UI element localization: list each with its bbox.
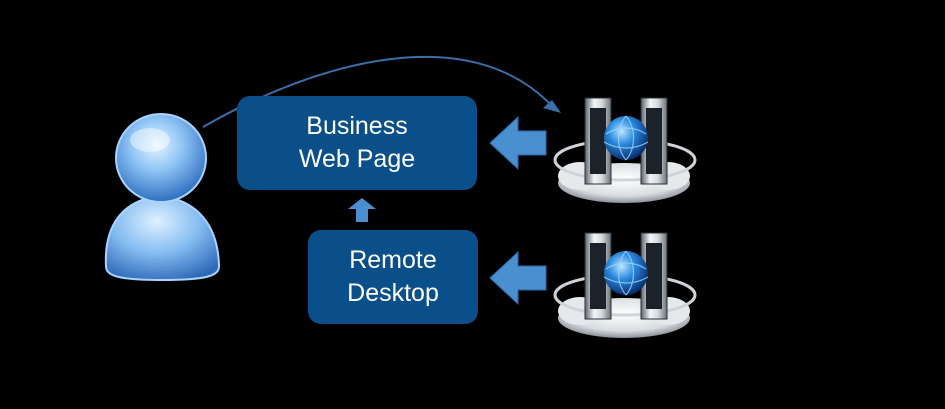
business-web-page-box: Business Web Page (237, 96, 477, 190)
business-web-page-line2: Web Page (298, 145, 416, 173)
left-arrow-top (489, 115, 547, 171)
curve-arrowhead (543, 100, 561, 113)
business-web-page-line1: Business (306, 112, 408, 140)
remote-desktop-line2: Desktop (347, 279, 439, 307)
up-arrow (348, 198, 376, 222)
server-cloud-icon (553, 97, 697, 203)
left-arrow-bottom (489, 250, 547, 306)
remote-desktop-line1: Remote (349, 246, 437, 274)
user-icon (104, 113, 221, 282)
server-cloud-icon (553, 232, 697, 338)
remote-desktop-box: Remote Desktop (308, 230, 478, 324)
